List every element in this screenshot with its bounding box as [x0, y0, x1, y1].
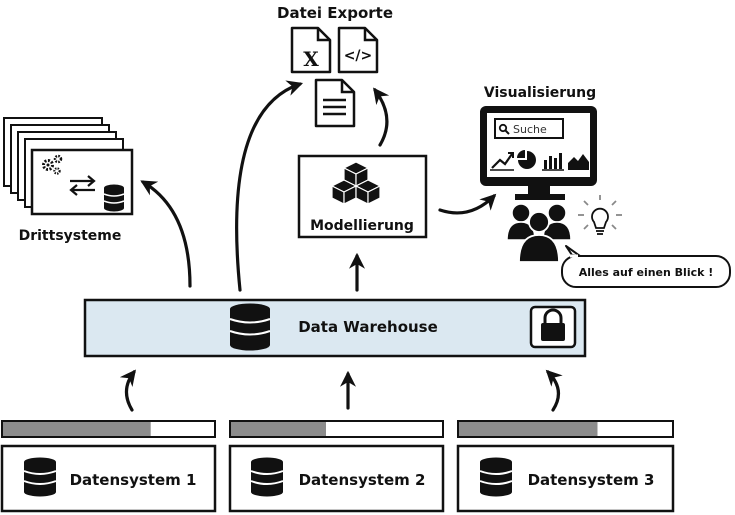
modeling-label: Modellierung	[310, 218, 414, 234]
arrow-modeling-to-exports	[373, 87, 390, 147]
data-source-1: Datensystem 1	[0, 420, 217, 513]
data-warehouse-group: Data Warehouse	[83, 298, 587, 358]
data-source-2: Datensystem 2	[228, 420, 445, 513]
visualization-title: Visualisierung	[484, 85, 596, 101]
data-source-1-label: Datensystem 1	[70, 471, 197, 489]
users-icon	[506, 203, 572, 263]
lightbulb-icon	[578, 195, 622, 235]
code-file-icon: </>	[337, 26, 379, 74]
data-source-3-label: Datensystem 3	[528, 471, 655, 489]
cubes-icon	[331, 161, 381, 205]
lock-icon	[529, 305, 577, 349]
data-warehouse-label: Data Warehouse	[298, 318, 438, 336]
database-icon	[23, 457, 57, 497]
xls-glyph: X	[303, 47, 319, 71]
search-box[interactable]: Suche	[494, 118, 564, 139]
speech-bubble: Alles auf einen Blick !	[561, 245, 731, 288]
arrow-source3-to-warehouse	[545, 369, 563, 412]
data-source-2-label: Datensystem 2	[299, 471, 426, 489]
flow-arrows	[119, 80, 563, 412]
line-chart-icon	[490, 152, 514, 171]
data-source-3: Datensystem 3	[456, 420, 675, 513]
arrow-source1-to-warehouse	[119, 369, 136, 412]
database-icon	[250, 457, 284, 497]
arrow-warehouse-to-exports	[235, 80, 304, 292]
exports-title: Datei Exporte	[277, 4, 393, 22]
search-icon	[498, 123, 510, 135]
text-file-icon	[314, 78, 356, 128]
modeling-group: Modellierung	[297, 154, 428, 239]
file-exports-group: Datei Exporte X </>	[277, 4, 393, 128]
database-icon	[479, 457, 513, 497]
database-icon	[103, 184, 125, 212]
speech-bubble-text: Alles auf einen Blick !	[579, 266, 714, 279]
bar-chart-icon	[542, 153, 564, 171]
progress-fill-3	[459, 422, 598, 436]
xls-file-icon: X	[290, 26, 332, 74]
data-warehouse-box	[83, 298, 587, 358]
code-glyph: </>	[344, 48, 373, 64]
third-party-systems-group: Drittsysteme	[3, 117, 134, 244]
progress-fill-2	[231, 422, 326, 436]
exchange-arrows-icon	[69, 175, 96, 196]
search-placeholder: Suche	[513, 123, 547, 136]
pie-chart-icon	[517, 150, 536, 169]
area-chart-icon	[568, 154, 589, 170]
arrow-modeling-to-visualization	[438, 193, 497, 215]
warehouse-database-icon	[229, 303, 271, 351]
arrow-warehouse-to-third-party	[140, 180, 192, 288]
visualization-group: Visualisierung Suche	[480, 85, 731, 288]
data-sources-group: Datensystem 1 Datensystem 2	[0, 420, 675, 513]
gears-icon	[42, 154, 63, 175]
third-party-label: Drittsysteme	[19, 228, 122, 244]
progress-fill-1	[3, 422, 151, 436]
